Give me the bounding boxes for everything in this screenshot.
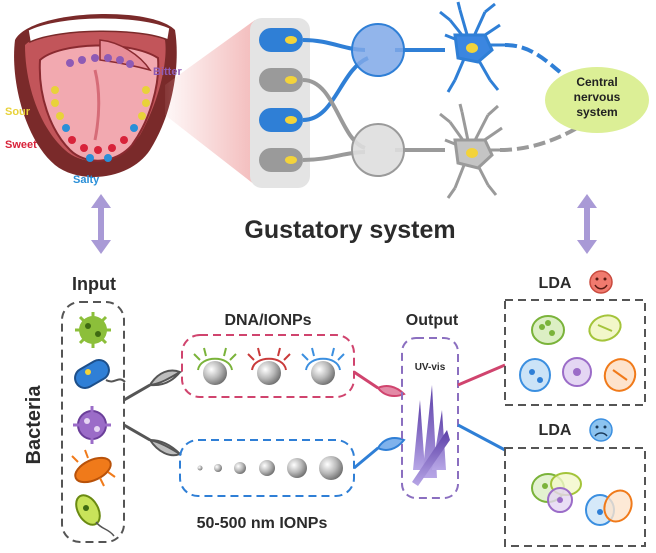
receptor-cell-blue-1	[259, 28, 303, 52]
sad-face-icon	[589, 418, 613, 442]
blue-nerve-paths	[302, 38, 562, 122]
link-arrow-right	[577, 194, 597, 254]
taste-label-salty: Salty	[73, 174, 100, 186]
bacterium-purple	[73, 406, 111, 444]
dna-ionp-particle-blue	[301, 347, 345, 385]
lda-cluster-purple	[562, 357, 592, 387]
bitter-dots	[66, 54, 134, 68]
uv-vis-spectra-icon	[412, 385, 450, 486]
lda-cluster-blue	[519, 358, 551, 392]
ionp-size-series	[197, 456, 343, 480]
zoom-beam	[165, 20, 255, 185]
bacterium-blue	[74, 359, 126, 389]
teeth	[27, 17, 171, 44]
receptor-cell-gray-2	[259, 148, 303, 172]
dna-box-title: DNA/IONPs	[224, 312, 311, 329]
lda-label-top: LDA	[539, 275, 572, 292]
taste-label-sour: Sour	[5, 106, 31, 118]
receptor-cell-gray-1	[259, 68, 303, 92]
gray-neuron	[439, 103, 505, 199]
dna-ionp-box	[181, 334, 355, 398]
blue-connector	[353, 437, 406, 470]
title-gustatory-system: Gustatory system	[244, 216, 455, 244]
cns-label-line1: Central	[576, 75, 617, 89]
lda-overlap-clusters	[531, 472, 633, 526]
input-box	[61, 301, 125, 543]
pink-connector	[353, 370, 406, 397]
sweet-dots	[68, 136, 128, 154]
bacterium-orange	[71, 449, 116, 487]
connector-plug-bottom	[147, 438, 183, 457]
taste-label-bitter: Bitter	[153, 66, 182, 78]
receptor-cell-blue-2	[259, 108, 303, 132]
salty-dots	[62, 124, 138, 162]
tongue-illustration: Bitter Sour Sweet Salty	[5, 13, 182, 186]
dna-ionp-particle-green	[193, 347, 237, 385]
link-arrow-left	[91, 194, 111, 254]
cns-label-line3: system	[576, 105, 617, 119]
taste-label-sweet: Sweet	[5, 139, 37, 151]
lda-cluster-orange	[603, 358, 637, 392]
input-title: Input	[72, 274, 116, 294]
sour-dots	[51, 86, 150, 120]
lda-cluster-green	[531, 315, 565, 345]
gray-ganglion	[351, 123, 405, 177]
lda-plot-bottom	[504, 447, 646, 547]
lda-label-bottom: LDA	[539, 422, 572, 439]
bacteria-side-label: Bacteria	[23, 385, 45, 465]
bacterium-lime	[75, 494, 115, 537]
lda-plot-top	[504, 299, 646, 406]
happy-face-icon	[589, 270, 613, 294]
ionp-caption: 50-500 nm IONPs	[197, 515, 328, 532]
dna-ionp-particle-red	[247, 347, 291, 385]
output-to-lda-bottom	[457, 423, 506, 452]
blue-neuron	[439, 1, 505, 93]
central-nervous-system: Central nervous system	[545, 67, 649, 133]
input-connectors	[123, 383, 151, 442]
output-to-lda-top	[457, 363, 506, 387]
output-title: Output	[406, 312, 459, 329]
receptor-panel	[250, 18, 310, 188]
receptor-panel-bg	[250, 18, 310, 188]
blue-ganglion	[351, 23, 405, 77]
bacterium-green	[75, 312, 111, 348]
output-box	[401, 337, 459, 499]
connector-plug-top	[148, 369, 183, 387]
cns-label-line2: nervous	[574, 90, 621, 104]
output-instrument-label: UV-vis	[415, 362, 446, 373]
lda-cluster-lime	[588, 314, 622, 342]
tongue-groove	[93, 69, 101, 141]
